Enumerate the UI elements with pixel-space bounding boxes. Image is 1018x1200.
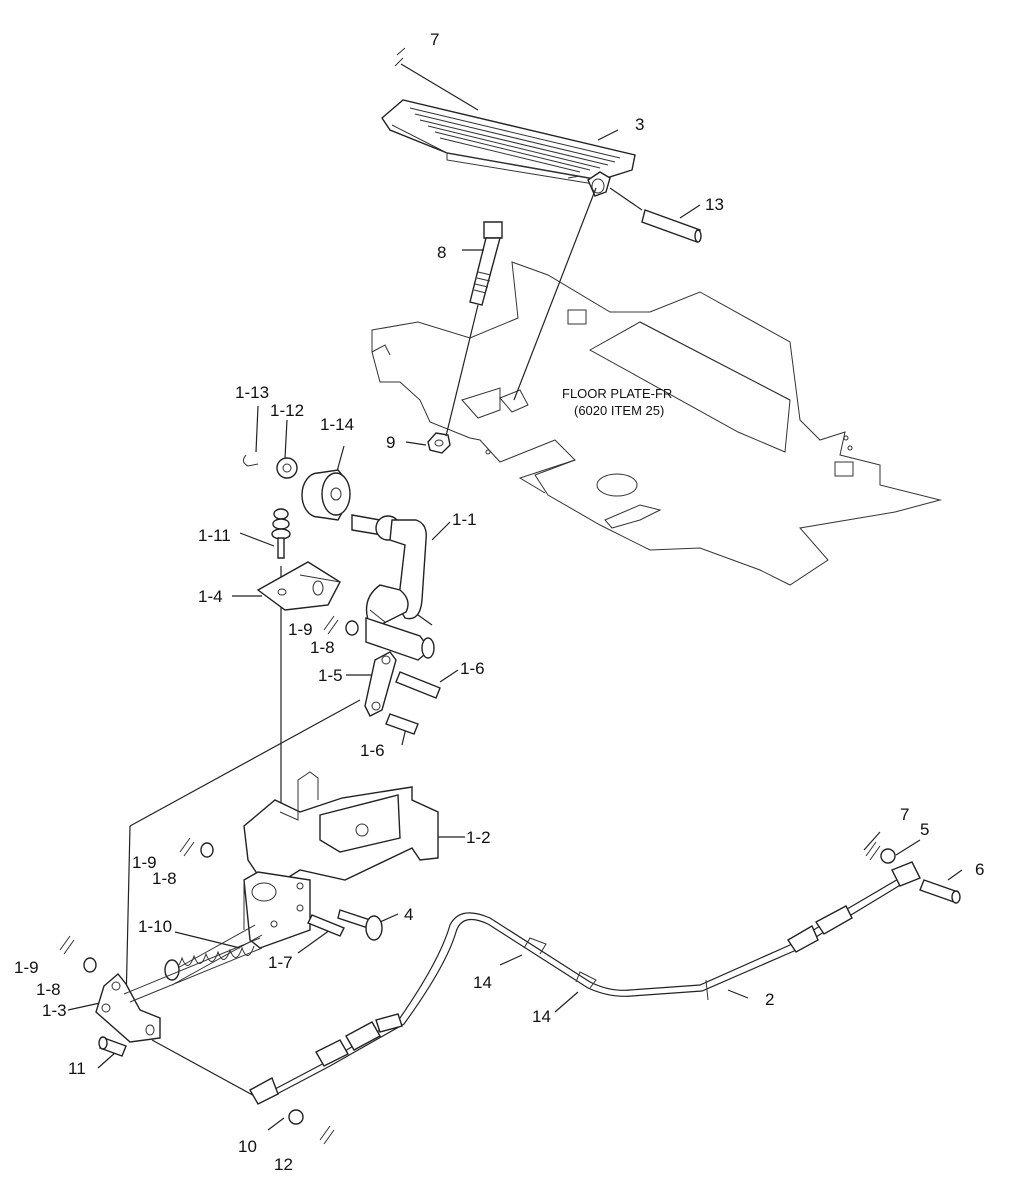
bracket-1-4 bbox=[256, 561, 341, 611]
accelerator-pedal bbox=[381, 99, 636, 197]
label-7: 7 bbox=[430, 30, 439, 49]
label-1-2: 1-2 bbox=[466, 828, 491, 847]
label-3: 3 bbox=[635, 115, 644, 134]
link-1-5 bbox=[364, 651, 397, 717]
cable-2 bbox=[249, 861, 921, 1105]
pin-11 bbox=[98, 1036, 127, 1057]
label-11: 11 bbox=[68, 1059, 86, 1078]
label-1-7: 1-7 bbox=[268, 953, 293, 972]
label-9: 9 bbox=[386, 433, 395, 452]
label-10: 10 bbox=[238, 1137, 257, 1156]
small-hardware bbox=[59, 47, 896, 1145]
roller-1-14 bbox=[301, 469, 351, 521]
label-14-left: 14 bbox=[473, 973, 492, 992]
label-1-8-low: 1-8 bbox=[36, 980, 61, 999]
pin-13 bbox=[641, 209, 702, 243]
label-1-9-top: 1-9 bbox=[288, 620, 313, 639]
label-1-8-mid: 1-8 bbox=[152, 869, 177, 888]
leader-lines bbox=[67, 63, 963, 1131]
label-1-13: 1-13 bbox=[235, 383, 269, 402]
label-5: 5 bbox=[920, 820, 929, 839]
floor-plate-label: FLOOR PLATE-FR bbox=[562, 386, 672, 401]
label-2: 2 bbox=[765, 990, 774, 1009]
pedal-arm-1-1 bbox=[351, 514, 435, 661]
label-1-14: 1-14 bbox=[320, 415, 354, 434]
floor-plate-ref: (6020 ITEM 25) bbox=[574, 403, 664, 418]
bracket-1-2 bbox=[243, 771, 439, 949]
label-1-8-top: 1-8 bbox=[310, 638, 335, 657]
label-13: 13 bbox=[705, 195, 724, 214]
bolt-8 bbox=[469, 221, 503, 306]
label-1-6-lower: 1-6 bbox=[360, 741, 385, 760]
pin-6 bbox=[919, 879, 961, 904]
label-4: 4 bbox=[404, 905, 413, 924]
label-1-9-low: 1-9 bbox=[14, 958, 39, 977]
label-6: 6 bbox=[975, 860, 984, 879]
nut-9 bbox=[427, 432, 451, 454]
label-1-3: 1-3 bbox=[42, 1001, 67, 1020]
pins-1-6 bbox=[385, 671, 441, 735]
label-1-1: 1-1 bbox=[452, 510, 477, 529]
label-1-6-upper: 1-6 bbox=[460, 659, 485, 678]
label-7-right: 7 bbox=[900, 805, 909, 824]
label-14-right: 14 bbox=[532, 1007, 551, 1026]
label-12: 12 bbox=[274, 1155, 293, 1174]
label-1-5: 1-5 bbox=[318, 666, 343, 685]
label-1-4: 1-4 bbox=[198, 587, 223, 606]
pin-1-7 bbox=[307, 914, 345, 937]
lever-1-3 bbox=[95, 937, 263, 1043]
label-1-9-mid: 1-9 bbox=[132, 853, 157, 872]
label-1-11: 1-11 bbox=[198, 526, 231, 545]
bolt-1-11 bbox=[271, 508, 291, 559]
spring-1-10 bbox=[164, 924, 263, 986]
floor-plate bbox=[371, 261, 942, 586]
label-1-10: 1-10 bbox=[138, 917, 172, 936]
label-1-12: 1-12 bbox=[270, 401, 304, 420]
label-8: 8 bbox=[437, 243, 446, 262]
labels: 7 3 13 8 FLOOR PLATE-FR (6020 ITEM 25) 9… bbox=[14, 30, 984, 1174]
screw-4 bbox=[337, 909, 383, 941]
